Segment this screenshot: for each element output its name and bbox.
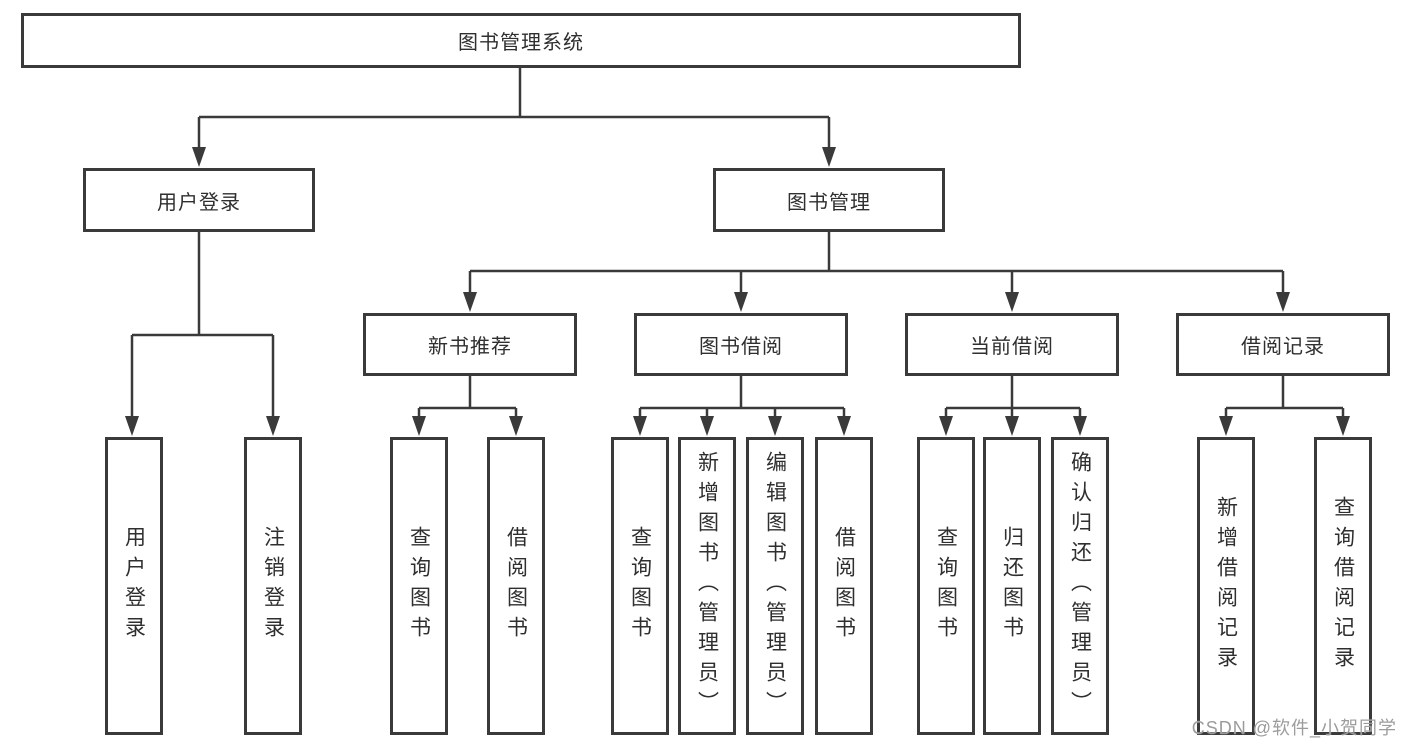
- leaf-borrowing-query-books: 查询图书: [611, 437, 669, 735]
- node-user-login: 用户登录: [83, 168, 315, 232]
- leaf-borrowing-borrow-books: 借阅图书: [815, 437, 873, 735]
- leaf-add-books-admin: 新增图书（管理员）: [678, 437, 736, 735]
- leaf-return-books: 归还图书: [983, 437, 1041, 735]
- leaf-add-books-admin-label: 新增图书（管理员）: [695, 451, 719, 721]
- node-book-borrowing: 图书借阅: [634, 313, 848, 376]
- node-new-book-recommend: 新书推荐: [363, 313, 577, 376]
- leaf-user-login: 用户登录: [105, 437, 163, 735]
- leaf-edit-books-admin-label: 编辑图书（管理员）: [763, 451, 787, 721]
- leaf-return-books-label: 归还图书: [1000, 526, 1024, 646]
- leaf-recommend-borrow-books-label: 借阅图书: [504, 526, 528, 646]
- leaf-current-query-books: 查询图书: [917, 437, 975, 735]
- arrowheads: [125, 147, 1350, 436]
- leaf-query-borrow-record: 查询借阅记录: [1314, 437, 1372, 735]
- node-current-borrowing: 当前借阅: [905, 313, 1119, 376]
- leaf-confirm-return-admin-label: 确认归还（管理员）: [1068, 451, 1092, 721]
- leaf-recommend-query-books-label: 查询图书: [407, 526, 431, 646]
- leaf-edit-books-admin: 编辑图书（管理员）: [746, 437, 804, 735]
- leaf-add-borrow-record-label: 新增借阅记录: [1214, 496, 1238, 676]
- node-library-system: 图书管理系统: [21, 13, 1021, 68]
- node-book-management-label: 图书管理: [787, 191, 871, 214]
- leaf-borrowing-borrow-books-label: 借阅图书: [832, 526, 856, 646]
- leaf-confirm-return-admin: 确认归还（管理员）: [1051, 437, 1109, 735]
- leaf-recommend-borrow-books: 借阅图书: [487, 437, 545, 735]
- node-library-system-label: 图书管理系统: [458, 32, 584, 54]
- csdn-watermark: CSDN @软件_小贺同学: [1191, 718, 1397, 738]
- leaf-logout-label: 注销登录: [261, 526, 285, 646]
- leaf-borrowing-query-books-label: 查询图书: [628, 526, 652, 646]
- leaf-current-query-books-label: 查询图书: [934, 526, 958, 646]
- leaf-logout: 注销登录: [244, 437, 302, 735]
- node-book-management: 图书管理: [713, 168, 945, 232]
- leaf-query-borrow-record-label: 查询借阅记录: [1331, 496, 1355, 676]
- node-current-borrowing-label: 当前借阅: [970, 336, 1054, 358]
- leaf-add-borrow-record: 新增借阅记录: [1197, 437, 1255, 735]
- node-new-book-recommend-label: 新书推荐: [428, 336, 512, 358]
- node-borrowing-records: 借阅记录: [1176, 313, 1390, 376]
- leaf-user-login-label: 用户登录: [122, 526, 146, 646]
- leaf-recommend-query-books: 查询图书: [390, 437, 448, 735]
- node-user-login-label: 用户登录: [157, 191, 241, 214]
- node-borrowing-records-label: 借阅记录: [1241, 336, 1325, 358]
- node-book-borrowing-label: 图书借阅: [699, 336, 783, 358]
